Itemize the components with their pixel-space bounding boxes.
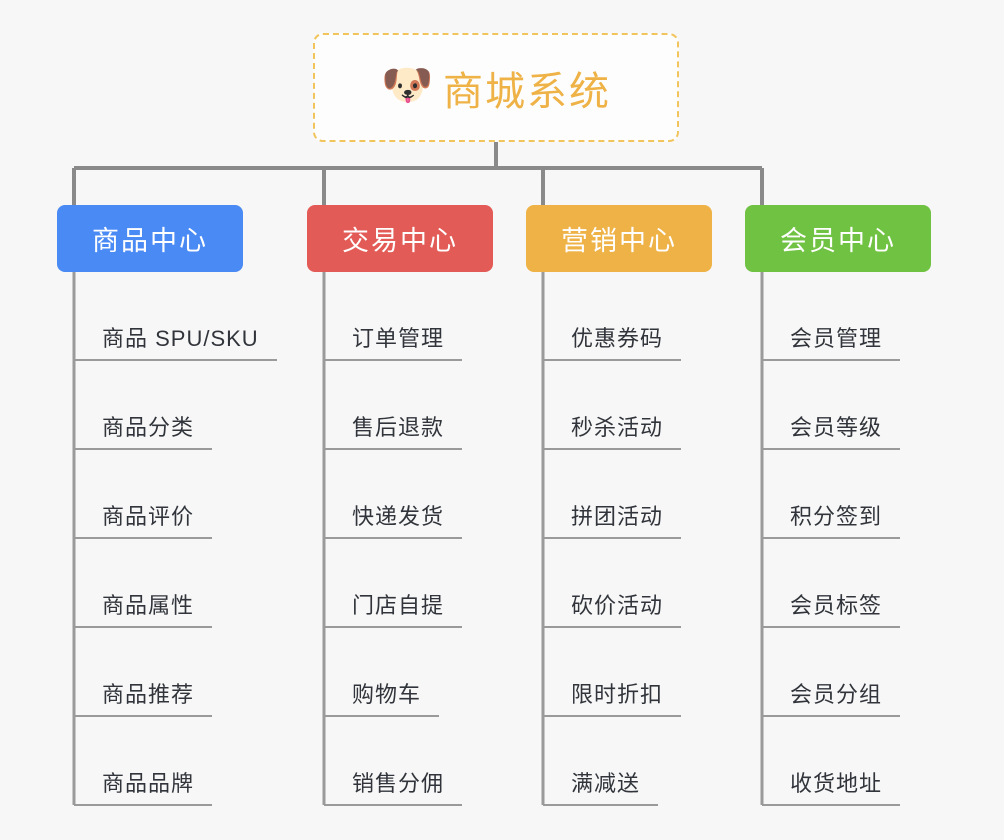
leaf-item[interactable]: 商品属性 (74, 539, 243, 628)
leaf-item-label: 门店自提 (324, 588, 463, 628)
leaf-item-label: 限时折扣 (543, 677, 682, 717)
category-box-trade-center[interactable]: 交易中心 (307, 205, 493, 272)
leaf-item-label: 商品属性 (74, 588, 213, 628)
column-trade-center: 交易中心订单管理售后退款快递发货门店自提购物车销售分佣 (307, 205, 493, 806)
leaf-item[interactable]: 砍价活动 (543, 539, 712, 628)
leaf-list-trade-center: 订单管理售后退款快递发货门店自提购物车销售分佣 (307, 272, 493, 806)
root-title: 商城系统 (443, 69, 611, 114)
leaf-item[interactable]: 订单管理 (324, 272, 493, 361)
leaf-list-product-center: 商品 SPU/SKU 商品分类商品评价商品属性商品推荐商品品牌 (57, 272, 277, 806)
leaf-item[interactable]: 限时折扣 (543, 628, 712, 717)
leaf-item-label: 收货地址 (762, 766, 901, 806)
root-node[interactable]: 🐶 商城系统 (313, 33, 679, 142)
leaf-item-label: 秒杀活动 (543, 410, 682, 450)
leaf-item[interactable]: 会员标签 (762, 539, 931, 628)
leaf-item[interactable]: 商品 SPU/SKU (74, 272, 277, 361)
column-marketing-center: 营销中心优惠券码秒杀活动拼团活动砍价活动限时折扣满减送 (526, 205, 712, 806)
leaf-item[interactable]: 商品分类 (74, 361, 243, 450)
leaf-item[interactable]: 满减送 (543, 717, 712, 806)
leaf-item-label: 商品品牌 (74, 766, 213, 806)
leaf-item[interactable]: 拼团活动 (543, 450, 712, 539)
leaf-item-label: 满减送 (543, 766, 659, 806)
leaf-item-label: 订单管理 (324, 321, 463, 361)
leaf-item-label: 会员标签 (762, 588, 901, 628)
leaf-item-label: 砍价活动 (543, 588, 682, 628)
category-box-member-center[interactable]: 会员中心 (745, 205, 931, 272)
leaf-item-label: 会员等级 (762, 410, 901, 450)
leaf-item[interactable]: 商品品牌 (74, 717, 243, 806)
leaf-item-label: 优惠券码 (543, 321, 682, 361)
leaf-item-label: 销售分佣 (324, 766, 463, 806)
leaf-item-label: 售后退款 (324, 410, 463, 450)
leaf-item[interactable]: 积分签到 (762, 450, 931, 539)
leaf-item[interactable]: 会员管理 (762, 272, 931, 361)
leaf-item[interactable]: 优惠券码 (543, 272, 712, 361)
leaf-item[interactable]: 商品评价 (74, 450, 243, 539)
leaf-item-label: 购物车 (324, 677, 440, 717)
category-label: 会员中心 (780, 226, 896, 256)
leaf-item[interactable]: 收货地址 (762, 717, 931, 806)
column-member-center: 会员中心会员管理会员等级积分签到会员标签会员分组收货地址 (745, 205, 931, 806)
leaf-item[interactable]: 销售分佣 (324, 717, 493, 806)
leaf-item[interactable]: 购物车 (324, 628, 493, 717)
column-product-center: 商品中心商品 SPU/SKU 商品分类商品评价商品属性商品推荐商品品牌 (57, 205, 277, 806)
leaf-list-member-center: 会员管理会员等级积分签到会员标签会员分组收货地址 (745, 272, 931, 806)
leaf-item-label: 快递发货 (324, 499, 463, 539)
leaf-list-marketing-center: 优惠券码秒杀活动拼团活动砍价活动限时折扣满减送 (526, 272, 712, 806)
leaf-item-label: 拼团活动 (543, 499, 682, 539)
category-label: 商品中心 (92, 226, 208, 256)
leaf-item-label: 商品 SPU/SKU (74, 321, 277, 361)
category-box-marketing-center[interactable]: 营销中心 (526, 205, 712, 272)
leaf-item[interactable]: 快递发货 (324, 450, 493, 539)
leaf-item[interactable]: 会员等级 (762, 361, 931, 450)
leaf-item-label: 会员分组 (762, 677, 901, 717)
category-box-product-center[interactable]: 商品中心 (57, 205, 243, 272)
leaf-item[interactable]: 秒杀活动 (543, 361, 712, 450)
category-label: 交易中心 (342, 226, 458, 256)
leaf-item[interactable]: 商品推荐 (74, 628, 243, 717)
dog-face-icon: 🐶 (381, 60, 434, 108)
leaf-item-label: 积分签到 (762, 499, 901, 539)
leaf-item[interactable]: 会员分组 (762, 628, 931, 717)
leaf-item-label: 商品评价 (74, 499, 213, 539)
leaf-item-label: 会员管理 (762, 321, 901, 361)
leaf-item-label: 商品分类 (74, 410, 213, 450)
category-label: 营销中心 (561, 226, 677, 256)
leaf-item[interactable]: 门店自提 (324, 539, 493, 628)
leaf-item[interactable]: 售后退款 (324, 361, 493, 450)
leaf-item-label: 商品推荐 (74, 677, 213, 717)
